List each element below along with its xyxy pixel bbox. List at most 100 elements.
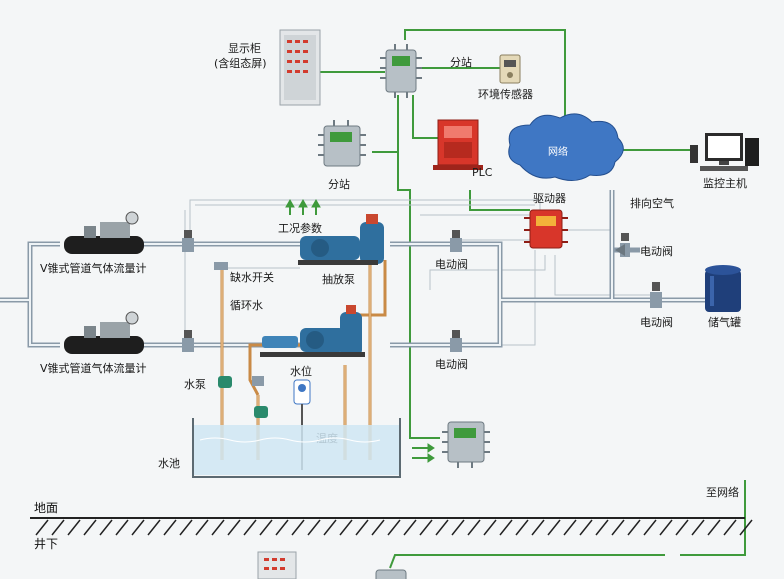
ground-hatch-mark [259,519,273,536]
ground-hatch-mark [579,519,593,536]
cloud-network-icon [508,113,624,181]
ground-hatch-mark [115,519,129,536]
to-network-label: 至网络 [706,485,739,499]
plc-label: PLC [472,166,493,179]
ground-hatch-mark [403,519,417,536]
ground-hatch-mark [707,519,721,536]
flowmeter-lower-label: V锥式管道气体流量计 [40,361,147,375]
electric-valve-icon [214,262,228,270]
ground-hatch-mark [627,519,641,536]
circulating-water-label: 循环水 [230,299,263,312]
ground-hatch-mark [275,519,289,536]
ground-hatch-mark [323,519,337,536]
electric-valve-icon [182,230,194,252]
underground-label: 井下 [34,537,58,551]
ground-hatch-mark [595,519,609,536]
ground-hatch-mark [483,519,497,536]
substation-top-label: 分站 [450,55,472,69]
electric-valve-upper-label: 电动阀 [435,257,468,271]
ground-hatch-mark [99,519,113,536]
water-level-label: 水位 [290,364,312,378]
ground-hatch-mark [499,519,513,536]
ground-hatch-mark [387,519,401,536]
substation-box-icon [375,569,407,579]
vacuum-pump-icon [298,214,384,265]
ground-hatch-mark [435,519,449,536]
display-cabinet-icon [279,29,321,106]
display-cabinet-icon [257,551,297,579]
ground-hatch-mark [243,519,257,536]
electric-valve-icon [450,230,462,252]
substation-box-icon [442,421,490,468]
ground-hatch-mark [739,519,753,536]
ground-hatch-mark [227,519,241,536]
water-shortage-switch-label: 缺水开关 [230,270,274,284]
ground-hatch-mark [611,519,625,536]
ground-hatch-mark [163,519,177,536]
gas-pipes [0,190,705,348]
display-cabinet-label: 显示柜 [228,42,261,55]
electric-valve-icon [252,376,264,386]
extraction-pump-label: 抽放泵 [322,272,355,286]
ground-hatch-mark [339,519,353,536]
driver-label: 驱动器 [533,192,566,205]
ground-hatch-mark [195,519,209,536]
driver-box-icon [524,209,568,249]
signal-arrows-icon [412,443,435,463]
ground-hatch-mark [643,519,657,536]
substation-box-icon [380,44,422,98]
exhaust-air-label: 排向空气 [630,196,674,210]
water-pump-label: 水泵 [184,378,206,391]
ground-hatch-mark [515,519,529,536]
plc-cabinet-icon [433,119,483,170]
ground-hatch-mark [563,519,577,536]
flowmeter-icon [64,311,144,354]
ground-hatch-mark [419,519,433,536]
ground-hatch-mark [371,519,385,536]
flowmeter-upper-label: V锥式管道气体流量计 [40,261,147,275]
ground-hatch-mark [675,519,689,536]
flowmeter-icon [64,211,144,254]
ground-hatch-mark [291,519,305,536]
network-label: 网络 [548,145,568,158]
ground-hatch-mark [35,519,49,536]
ground-hatch-mark [179,519,193,536]
ground-hatch-mark [691,519,705,536]
electric-valve-icon [615,233,630,257]
gas-tank-icon [705,265,741,312]
ground-hatch-mark [355,519,369,536]
ground-label: 地面 [34,501,58,515]
env-sensor-label: 环境传感器 [478,87,533,101]
ground-hatch-mark [307,519,321,536]
ground-line [30,517,753,536]
water-pool [192,418,401,478]
ground-hatch-mark [51,519,65,536]
water-pool-label: 水池 [158,457,180,470]
gas-tank-label: 储气罐 [708,315,741,329]
electric-valve-lower-right-label: 电动阀 [640,315,673,329]
ground-hatch-mark [659,519,673,536]
display-cabinet-sublabel: (含组态屏) [214,56,267,70]
electric-valve-right-label: 电动阀 [640,244,673,258]
ground-hatch-mark [83,519,97,536]
electric-valve-lower-label: 电动阀 [435,357,468,371]
ground-hatch-mark [723,519,737,536]
ground-hatch-mark [547,519,561,536]
environment-sensor-icon [499,54,521,84]
ground-hatch-mark [467,519,481,536]
electric-valve-icon [450,330,462,352]
computer-monitor-icon [690,133,759,171]
vacuum-pump-icon [260,305,365,357]
ground-hatch-mark [531,519,545,536]
ground-hatch-mark [451,519,465,536]
ground-hatch-mark [211,519,225,536]
substation-box-icon [318,120,366,167]
substation-mid-label: 分站 [328,177,350,191]
electric-valve-icon [182,330,194,352]
ground-hatch-mark [147,519,161,536]
ground-hatch-mark [67,519,81,536]
monitor-host-label: 监控主机 [703,176,747,190]
condition-params-label: 工况参数 [278,221,322,235]
ground-hatch-mark [131,519,145,536]
